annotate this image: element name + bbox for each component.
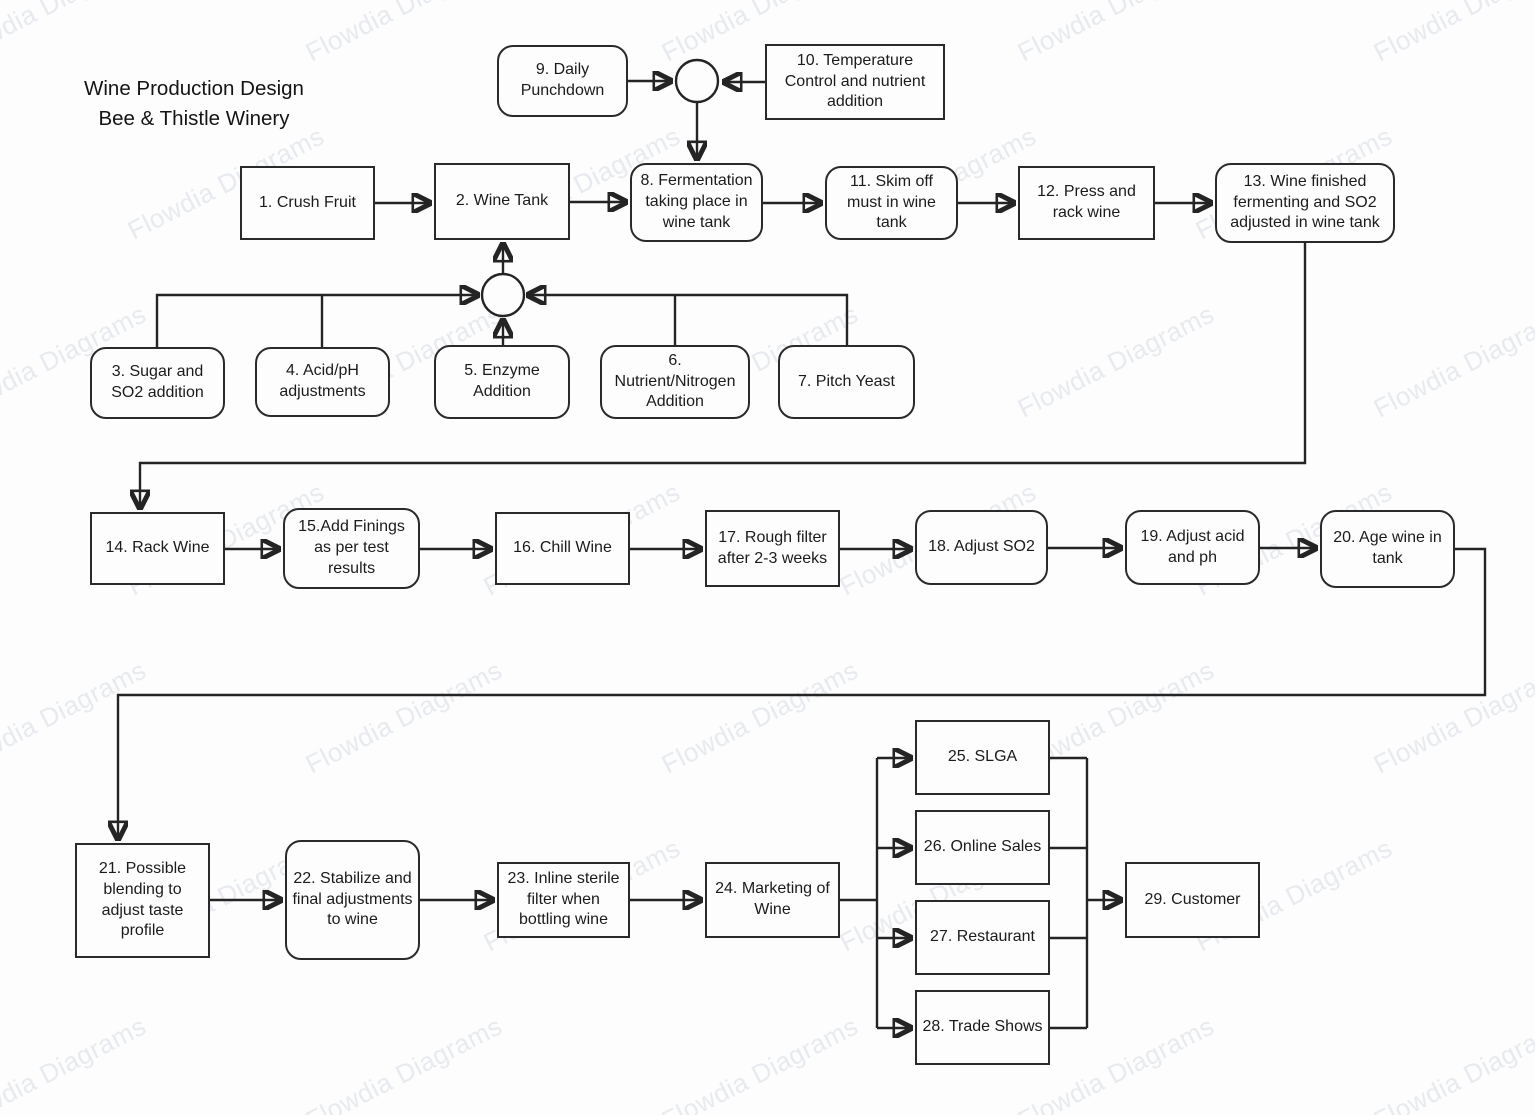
edge-7-junction-b (527, 295, 849, 345)
edge-13-14 (140, 243, 1307, 509)
junction-b-circle (480, 272, 526, 318)
title-line-1: Wine Production Design (84, 77, 304, 100)
edge-20-21 (118, 547, 1487, 840)
title-line-2: Bee & Thistle Winery (98, 106, 290, 130)
edge-3-junction-b (155, 295, 479, 347)
diagram-title: Wine Production Design Bee & Thistle Win… (38, 74, 350, 133)
junction-a-circle (674, 58, 720, 104)
